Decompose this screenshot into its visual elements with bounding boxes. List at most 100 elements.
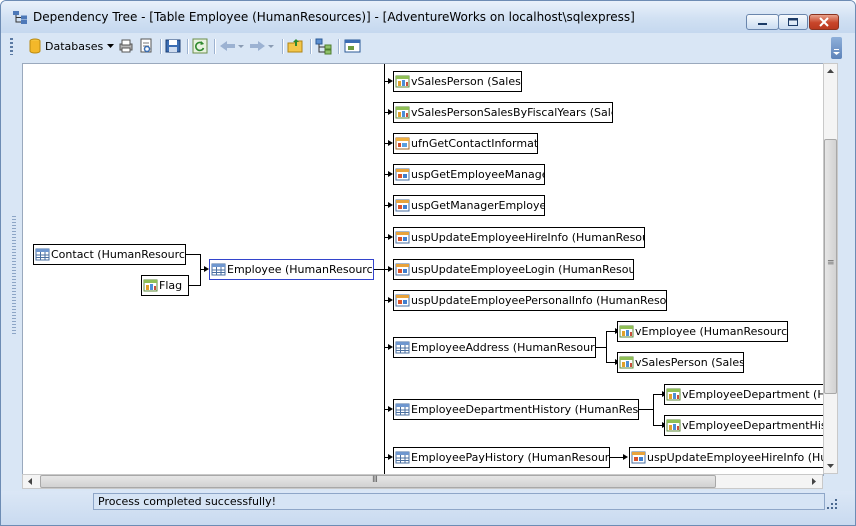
arrow-head: [204, 266, 209, 272]
node-label: Contact (HumanResources): [51, 248, 185, 261]
child-node[interactable]: EmployeeDepartmentHistory (HumanResource…: [393, 399, 639, 420]
node-label: uspGetEmployeeManagers: [411, 168, 545, 181]
procedure-icon: [395, 293, 410, 308]
grandchild-node[interactable]: vEmployee (HumanResources): [617, 321, 788, 342]
save-image-icon: [165, 39, 181, 53]
vertical-scroll-thumb[interactable]: ≡: [824, 139, 837, 394]
node-label: uspUpdateEmployeeHireInfo (HumanResource…: [647, 451, 823, 464]
status-text: Process completed successfully!: [98, 495, 276, 508]
root-node-employee[interactable]: Employee (HumanResources): [209, 259, 374, 280]
chevron-down-icon: [833, 49, 840, 55]
title-bar[interactable]: Dependency Tree - [Table Employee (Human…: [1, 1, 855, 33]
grandchild-node[interactable]: vEmployeeDepartment (HumanResources): [664, 384, 823, 405]
open-folder-button[interactable]: [286, 37, 306, 55]
toolbar-separator: [310, 39, 311, 54]
grandchild-node[interactable]: vSalesPerson (Sales): [617, 352, 744, 373]
child-node[interactable]: vSalesPersonSalesByFiscalYears (Sales): [393, 102, 613, 123]
tree-layout-icon: [315, 38, 332, 55]
new-window-button[interactable]: [343, 37, 363, 55]
main-toolbar: Databases: [9, 36, 841, 56]
scroll-down-arrow-icon[interactable]: [824, 459, 837, 473]
print-button[interactable]: [117, 37, 135, 55]
arrow-head: [388, 344, 393, 350]
arrow-head: [388, 202, 393, 208]
resize-grip-icon[interactable]: [826, 498, 838, 510]
connector: [384, 300, 388, 301]
child-node[interactable]: uspUpdateEmployeePersonalInfo (HumanReso…: [393, 290, 667, 311]
toolbar-grip[interactable]: [10, 38, 13, 55]
minimize-button[interactable]: [746, 14, 779, 30]
restore-button[interactable]: [778, 14, 808, 30]
connector: [384, 347, 388, 348]
child-node[interactable]: uspUpdateEmployeeHireInfo (HumanResource…: [393, 227, 645, 248]
node-label: uspUpdateEmployeeLogin (HumanResources): [411, 263, 633, 276]
connector: [610, 457, 623, 458]
arrow-head: [388, 171, 393, 177]
view-icon: [395, 74, 410, 89]
forward-button[interactable]: [248, 37, 276, 55]
node-label: vSalesPersonSalesByFiscalYears (Sales): [411, 106, 613, 119]
procedure-icon: [395, 230, 410, 245]
splitter-grip[interactable]: [12, 216, 16, 334]
arrow-head: [388, 234, 393, 240]
node-label: uspGetManagerEmployees: [411, 199, 545, 212]
child-node[interactable]: uspUpdateEmployeeLogin (HumanResources): [393, 259, 634, 280]
tree-icon: [13, 11, 27, 24]
node-label: vSalesPerson (Sales): [411, 75, 522, 88]
child-node[interactable]: uspGetManagerEmployees: [393, 195, 545, 216]
connector: [384, 457, 388, 458]
child-node[interactable]: EmployeePayHistory (HumanResources): [393, 447, 610, 468]
open-folder-icon: [287, 39, 303, 53]
grandchild-node[interactable]: vEmployeeDepartmentHistory (HumanResourc…: [664, 415, 823, 436]
connector: [200, 254, 201, 286]
print-preview-button[interactable]: [137, 37, 155, 55]
arrow-head: [623, 454, 628, 460]
table-icon: [395, 402, 410, 417]
view-icon: [395, 105, 410, 120]
refresh-button[interactable]: [191, 37, 209, 55]
child-node[interactable]: ufnGetContactInformation: [393, 133, 538, 154]
window-title: Dependency Tree - [Table Employee (Human…: [33, 10, 635, 24]
connector: [189, 285, 200, 286]
child-node[interactable]: EmployeeAddress (HumanResources): [393, 337, 596, 358]
connector: [384, 112, 388, 113]
toolbar-separator: [338, 39, 339, 54]
thumb-grip: ≡: [827, 258, 835, 268]
scroll-right-arrow-icon[interactable]: [807, 475, 821, 488]
horizontal-scroll-thumb[interactable]: III: [40, 475, 716, 488]
status-bar: Process completed successfully!: [1, 491, 855, 525]
arrow-head: [388, 109, 393, 115]
toolbar-overflow-button[interactable]: [831, 37, 842, 59]
toolbar-separator: [282, 39, 283, 54]
procedure-icon: [395, 198, 410, 213]
parent-node-flag[interactable]: Flag: [141, 275, 189, 296]
scroll-up-arrow-icon[interactable]: [824, 64, 837, 78]
toolbar-separator: [187, 39, 188, 54]
node-label: Flag: [159, 279, 183, 292]
vertical-scrollbar[interactable]: ≡: [823, 63, 838, 474]
arrow-head: [388, 406, 393, 412]
horizontal-scrollbar[interactable]: III: [22, 474, 823, 489]
save-image-button[interactable]: [164, 37, 182, 55]
node-label: uspUpdateEmployeeHireInfo (HumanResource…: [411, 231, 644, 244]
close-button[interactable]: [809, 14, 839, 30]
connector: [653, 394, 663, 395]
grandchild-node[interactable]: uspUpdateEmployeeHireInfo (HumanResource…: [629, 447, 823, 468]
thumb-grip: III: [372, 475, 378, 485]
child-node[interactable]: uspGetEmployeeManagers: [393, 164, 545, 185]
databases-label: Databases: [45, 40, 104, 53]
connector: [606, 331, 607, 363]
scroll-left-arrow-icon[interactable]: [23, 475, 37, 488]
toolbar-separator: [160, 39, 161, 54]
child-node[interactable]: vSalesPerson (Sales): [393, 71, 522, 92]
parent-node-contact[interactable]: Contact (HumanResources): [33, 244, 186, 265]
tree-layout-button[interactable]: [314, 37, 334, 55]
node-label: EmployeePayHistory (HumanResources): [411, 451, 610, 464]
back-button[interactable]: [218, 37, 246, 55]
view-icon: [666, 387, 681, 402]
table-icon: [395, 450, 410, 465]
forward-icon: [250, 41, 274, 51]
databases-dropdown-button[interactable]: Databases: [23, 37, 115, 55]
arrow-head: [388, 297, 393, 303]
